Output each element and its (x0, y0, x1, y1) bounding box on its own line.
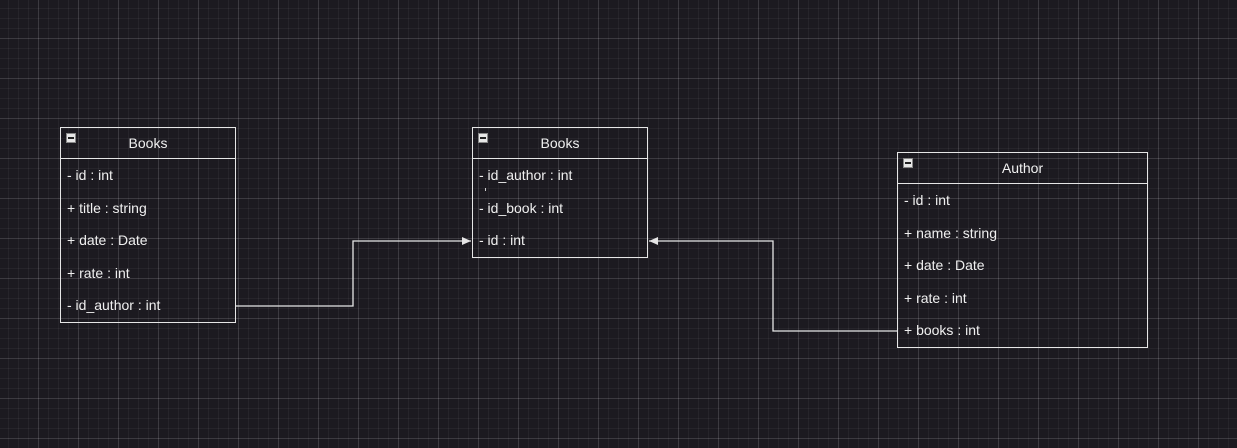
class-field[interactable]: + rate : int (67, 264, 130, 281)
class-field[interactable]: - id_book : int (479, 199, 564, 216)
class-field[interactable]: + date : Date (904, 257, 985, 273)
class-header[interactable]: Books (473, 128, 647, 159)
class-author[interactable]: Author - id : int + name : string + date… (897, 152, 1148, 348)
collapse-icon[interactable] (66, 133, 76, 143)
class-field[interactable]: + name : string (904, 224, 997, 241)
class-title: Books (128, 135, 168, 151)
class-field[interactable]: + title : string (67, 199, 147, 216)
class-title: Author (1001, 160, 1044, 176)
collapse-icon[interactable] (903, 158, 913, 168)
class-field[interactable]: - id_author : int (479, 167, 573, 183)
class-field[interactable]: - id : int (67, 167, 113, 183)
collapse-icon[interactable] (478, 133, 488, 143)
class-books-left[interactable]: Books - id : int + title : string + date… (60, 127, 236, 323)
class-header[interactable]: Author (898, 153, 1147, 184)
class-field[interactable]: + date : Date (67, 232, 148, 248)
class-header[interactable]: Books (61, 128, 235, 159)
class-field[interactable]: + rate : int (904, 289, 967, 306)
connector-author-books-to-books-id[interactable] (649, 237, 897, 332)
stray-mark (485, 188, 486, 191)
class-field[interactable]: - id : int (904, 192, 950, 208)
class-field[interactable]: - id : int (479, 232, 525, 248)
connector-books-id-author-to-books-id[interactable] (236, 237, 471, 307)
class-field[interactable]: + books : int (904, 322, 980, 338)
class-title: Books (540, 135, 580, 151)
class-books-middle[interactable]: Books - id_author : int - id_book : int … (472, 127, 648, 258)
class-field[interactable]: - id_author : int (67, 297, 161, 313)
